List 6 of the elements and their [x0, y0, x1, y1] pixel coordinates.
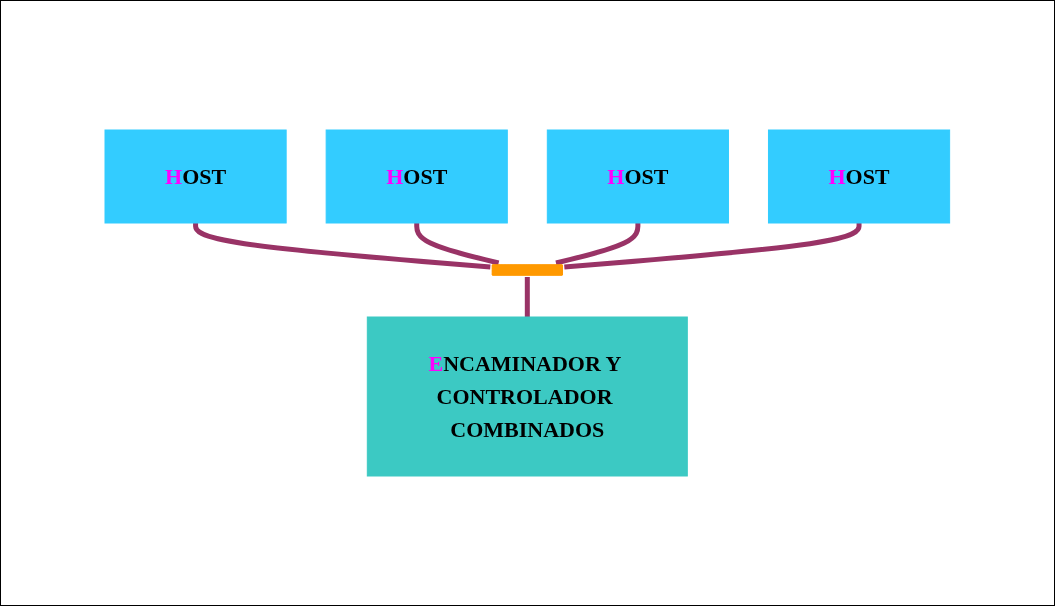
node-box: HOST — [547, 129, 730, 224]
connector — [525, 277, 530, 317]
node-box: HOST — [104, 129, 287, 224]
node-box: ENCAMINADOR Y CONTROLADOR COMBINADOS — [367, 316, 688, 477]
node-box: HOST — [768, 129, 951, 224]
node-box: HOST — [325, 129, 508, 224]
